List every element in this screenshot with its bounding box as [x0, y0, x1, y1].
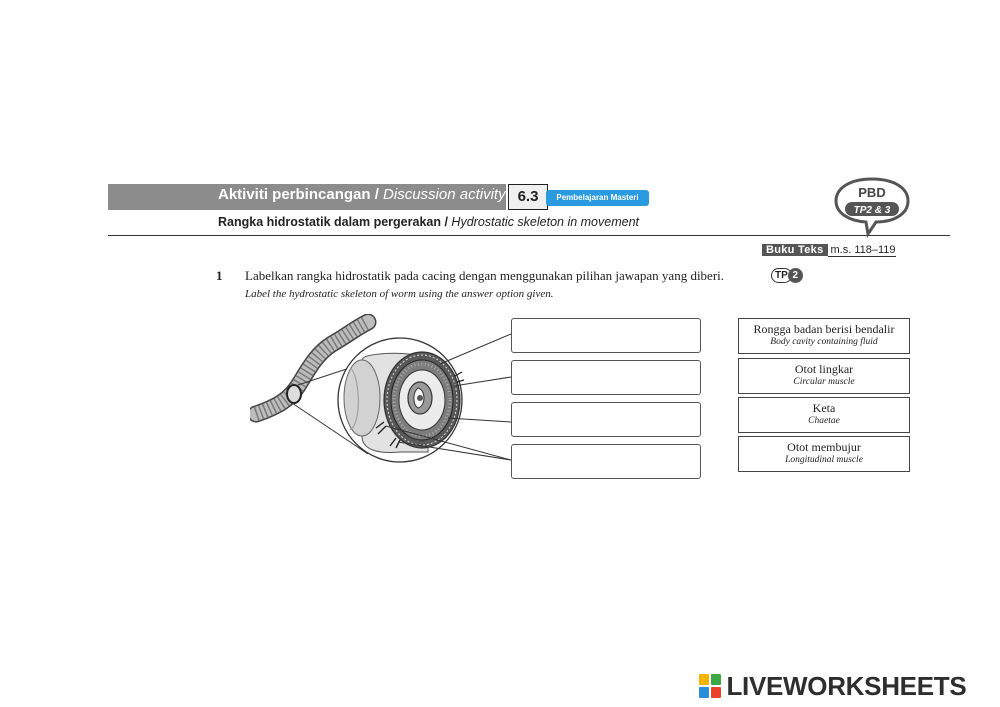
- textbook-label: Buku Teks: [762, 244, 828, 256]
- header-divider: [108, 235, 950, 236]
- question-text-en: Label the hydrostatic skeleton of worm u…: [245, 288, 554, 300]
- pointer-line-3: [447, 417, 512, 423]
- question-text-ms: Labelkan rangka hidrostatik pada cacing …: [245, 268, 725, 283]
- pointer-line-1: [439, 333, 512, 365]
- activity-header-band: [108, 184, 506, 210]
- chaetae: [375, 421, 401, 449]
- mastery-badge: Pembelajaran Masteri: [546, 190, 649, 206]
- pbd-level: TP2 & 3: [854, 205, 891, 216]
- pointer-line-4a: [385, 425, 512, 461]
- question-number: 1: [216, 268, 223, 283]
- activity-number: 6.3: [508, 184, 548, 210]
- liveworksheets-logo-icon: [699, 674, 721, 698]
- pbd-title: PBD: [858, 185, 885, 200]
- answer-input-1[interactable]: [511, 318, 701, 353]
- pointer-line-4b: [397, 441, 512, 461]
- answer-input-3[interactable]: [511, 402, 701, 437]
- answer-input-2[interactable]: [511, 360, 701, 395]
- worm-segment-marker: [286, 384, 302, 404]
- activity-title: Aktiviti perbincangan / Discussion activ…: [218, 186, 506, 203]
- liveworksheets-wordmark: LIVEWORKSHEETS: [726, 671, 967, 701]
- worm-cross-section-diagram: [250, 314, 512, 463]
- answer-input-4[interactable]: [511, 444, 701, 479]
- pbd-bubble-icon: PBD TP2 & 3: [834, 177, 910, 238]
- textbook-pages: m.s. 118–119: [827, 244, 896, 257]
- pointer-line-2: [453, 376, 512, 387]
- liveworksheets-logo: LIVEWORKSHEETS: [698, 671, 967, 701]
- activity-subtitle: Rangka hidrostatik dalam pergerakan / Hy…: [218, 215, 640, 229]
